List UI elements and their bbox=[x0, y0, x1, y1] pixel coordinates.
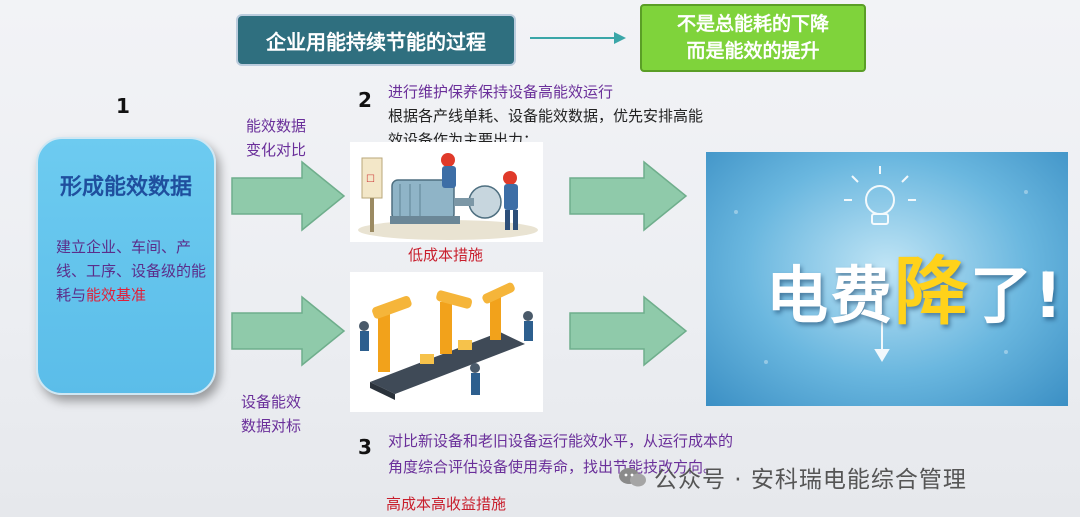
high-cost-measure-label: 高成本高收益措施 bbox=[386, 495, 507, 513]
top-arrow-label-line-1: 能效数据 bbox=[246, 117, 307, 135]
robotic-production-line-icon bbox=[359, 282, 533, 400]
low-cost-measure-label: 低成本措施 bbox=[408, 246, 484, 264]
wechat-icon bbox=[618, 465, 648, 489]
cost-text-part-1: 电费 bbox=[766, 259, 895, 332]
step-2-heading: 进行维护保养保持设备高能效运行 bbox=[388, 83, 614, 101]
electricity-cost-down-image: 电费降了! bbox=[706, 152, 1068, 406]
step-3-number: 3 bbox=[358, 435, 372, 459]
bottom-arrow-label: 设备能效 数据对标 bbox=[241, 390, 301, 438]
step-2-body-line-1: 根据各产线单耗、设备能效数据，优先安排高能 bbox=[388, 107, 704, 125]
bottom-arrow-label-line-1: 设备能效 bbox=[241, 393, 302, 411]
step-2-text: 进行维护保养保持设备高能效运行 根据各产线单耗、设备能效数据，优先安排高能 效设… bbox=[388, 80, 768, 152]
maintenance-workers-icon: ☐ bbox=[358, 153, 538, 240]
top-right-arrow bbox=[569, 160, 688, 232]
bottom-right-arrow bbox=[569, 295, 688, 367]
process-title: 企业用能持续节能的过程 bbox=[236, 14, 516, 66]
banner-line-1: 不是总能耗的下降 bbox=[676, 13, 829, 35]
step-1-number: 1 bbox=[116, 94, 130, 118]
step-3-body-line-1: 对比新设备和老旧设备运行能效水平，从运行成本的 bbox=[388, 432, 734, 450]
maintenance-illustration: ☐ bbox=[350, 142, 543, 242]
cost-text-part-2: 了! bbox=[970, 259, 1065, 332]
lightbulb-icon bbox=[734, 166, 1048, 364]
conclusion-banner: 不是总能耗的下降 而是能效的提升 bbox=[640, 4, 866, 72]
down-arrow-icon bbox=[874, 322, 890, 362]
energy-baseline-highlight: 能效基准 bbox=[86, 286, 147, 304]
energy-data-text: 建立企业、车间、产线、工序、设备级的能耗与 bbox=[56, 238, 207, 304]
energy-data-title: 形成能效数据 bbox=[59, 175, 192, 200]
automation-illustration bbox=[350, 272, 543, 412]
svg-text:☐: ☐ bbox=[366, 174, 375, 185]
cost-text-highlight: 降 bbox=[894, 249, 971, 335]
top-arrow-label-line-2: 变化对比 bbox=[246, 141, 307, 159]
banner-line-2: 而是能效的提升 bbox=[686, 40, 820, 62]
watermark-text: 公众号 · 安科瑞电能综合管理 bbox=[654, 467, 967, 493]
electricity-cost-down-text: 电费降了! bbox=[766, 232, 1064, 339]
energy-data-description: 建立企业、车间、产线、工序、设备级的能耗与能效基准 bbox=[56, 235, 206, 307]
top-arrow-label: 能效数据 变化对比 bbox=[246, 114, 306, 162]
bottom-left-arrow bbox=[231, 295, 346, 367]
bottom-arrow-label-line-2: 数据对标 bbox=[241, 417, 302, 435]
watermark: 公众号 · 安科瑞电能综合管理 bbox=[618, 460, 967, 494]
step-2-number: 2 bbox=[358, 88, 372, 112]
energy-data-box: 形成能效数据 建立企业、车间、产线、工序、设备级的能耗与能效基准 bbox=[36, 137, 216, 395]
top-left-arrow bbox=[231, 160, 346, 232]
step-3-text: 对比新设备和老旧设备运行能效水平，从运行成本的 角度综合评估设备使用寿命，找出节… bbox=[388, 428, 808, 480]
title-connector-arrow bbox=[530, 32, 626, 44]
